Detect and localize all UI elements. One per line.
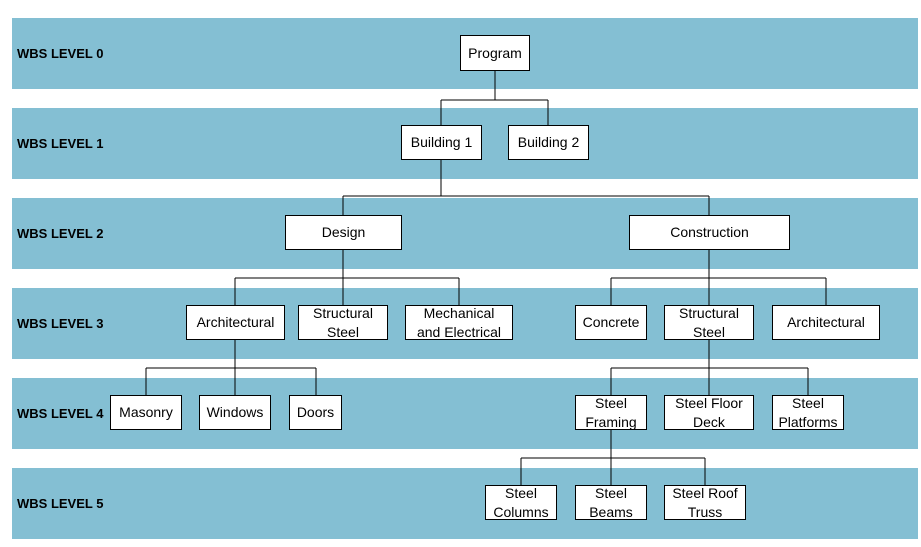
node-design-mechanical-electrical: Mechanical and Electrical (405, 305, 513, 340)
wbs-level-5-label: WBS LEVEL 5 (17, 496, 104, 511)
node-design-architectural: Architectural (186, 305, 285, 340)
node-design-structural-steel: Structural Steel (298, 305, 388, 340)
node-building-2: Building 2 (508, 125, 589, 160)
node-masonry: Masonry (110, 395, 182, 430)
node-construction-concrete: Concrete (575, 305, 647, 340)
wbs-level-0-label: WBS LEVEL 0 (17, 46, 104, 61)
node-doors: Doors (289, 395, 342, 430)
node-steel-columns: Steel Columns (485, 485, 557, 520)
node-construction-architectural: Architectural (772, 305, 880, 340)
wbs-level-1-label: WBS LEVEL 1 (17, 136, 104, 151)
node-steel-roof-truss: Steel Roof Truss (664, 485, 746, 520)
node-steel-platforms: Steel Platforms (772, 395, 844, 430)
wbs-level-5-band: WBS LEVEL 5 (12, 468, 918, 539)
node-design: Design (285, 215, 402, 250)
node-construction: Construction (629, 215, 790, 250)
node-windows: Windows (199, 395, 271, 430)
wbs-level-4-band: WBS LEVEL 4 (12, 378, 918, 449)
node-construction-structural-steel: Structural Steel (664, 305, 754, 340)
wbs-level-2-label: WBS LEVEL 2 (17, 226, 104, 241)
node-steel-floor-deck: Steel Floor Deck (664, 395, 754, 430)
node-building-1: Building 1 (401, 125, 482, 160)
wbs-level-4-label: WBS LEVEL 4 (17, 406, 104, 421)
node-program: Program (460, 35, 530, 71)
node-steel-beams: Steel Beams (575, 485, 647, 520)
wbs-level-3-label: WBS LEVEL 3 (17, 316, 104, 331)
node-steel-framing: Steel Framing (575, 395, 647, 430)
